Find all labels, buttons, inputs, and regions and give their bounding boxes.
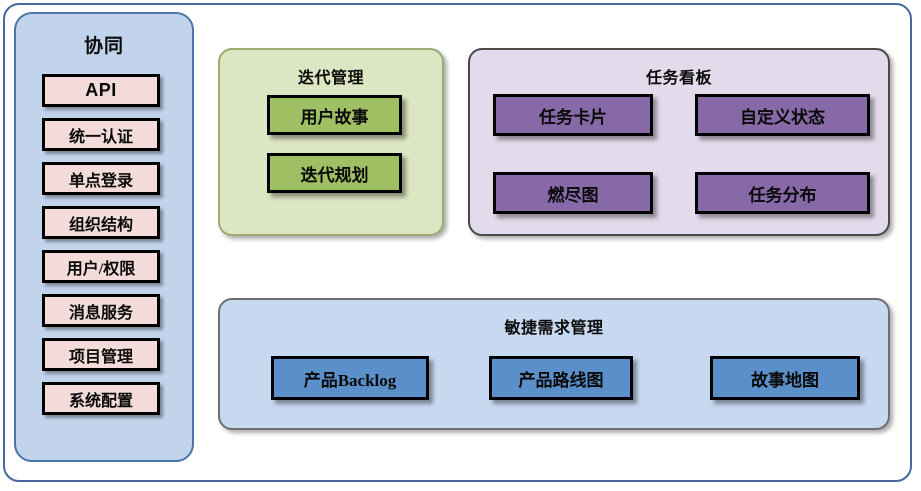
- sidebar-panel-collaboration[interactable]: 协同 API 统一认证 单点登录 组织结构 用户/权限 消息服务 项目管理 系统…: [14, 12, 194, 462]
- node-product-backlog[interactable]: 产品Backlog: [271, 356, 429, 400]
- node-story-map[interactable]: 故事地图: [710, 356, 860, 400]
- sidebar-item-system-config[interactable]: 系统配置: [42, 382, 160, 415]
- group-agile-requirement-management[interactable]: 敏捷需求管理 产品Backlog 产品路线图 故事地图: [218, 298, 890, 430]
- group-title-task-kanban: 任务看板: [645, 70, 712, 87]
- node-product-roadmap[interactable]: 产品路线图: [489, 356, 633, 400]
- sidebar-item-single-sign-on[interactable]: 单点登录: [42, 162, 160, 195]
- group-title-agile-requirement-management: 敏捷需求管理: [504, 320, 604, 337]
- group-iteration-management[interactable]: 迭代管理 用户故事 迭代规划: [218, 48, 444, 236]
- sidebar-item-unified-auth[interactable]: 统一认证: [42, 118, 160, 151]
- sidebar-item-user-permission[interactable]: 用户/权限: [42, 250, 160, 283]
- sidebar-item-org-structure[interactable]: 组织结构: [42, 206, 160, 239]
- group-title-iteration-management: 迭代管理: [297, 70, 364, 87]
- node-task-distribution[interactable]: 任务分布: [695, 172, 870, 214]
- node-user-story[interactable]: 用户故事: [267, 95, 402, 135]
- node-burndown-chart[interactable]: 燃尽图: [493, 172, 653, 214]
- node-iteration-planning[interactable]: 迭代规划: [267, 153, 402, 193]
- node-custom-status[interactable]: 自定义状态: [695, 94, 870, 136]
- sidebar-title: 协同: [83, 36, 124, 57]
- sidebar-item-api[interactable]: API: [42, 74, 160, 107]
- sidebar-item-message-service[interactable]: 消息服务: [42, 294, 160, 327]
- node-task-card[interactable]: 任务卡片: [493, 94, 653, 136]
- sidebar-item-project-management[interactable]: 项目管理: [42, 338, 160, 371]
- group-task-kanban[interactable]: 任务看板 任务卡片 自定义状态 燃尽图 任务分布: [468, 48, 890, 236]
- sidebar-item-list: API 统一认证 单点登录 组织结构 用户/权限 消息服务 项目管理 系统配置: [42, 74, 160, 426]
